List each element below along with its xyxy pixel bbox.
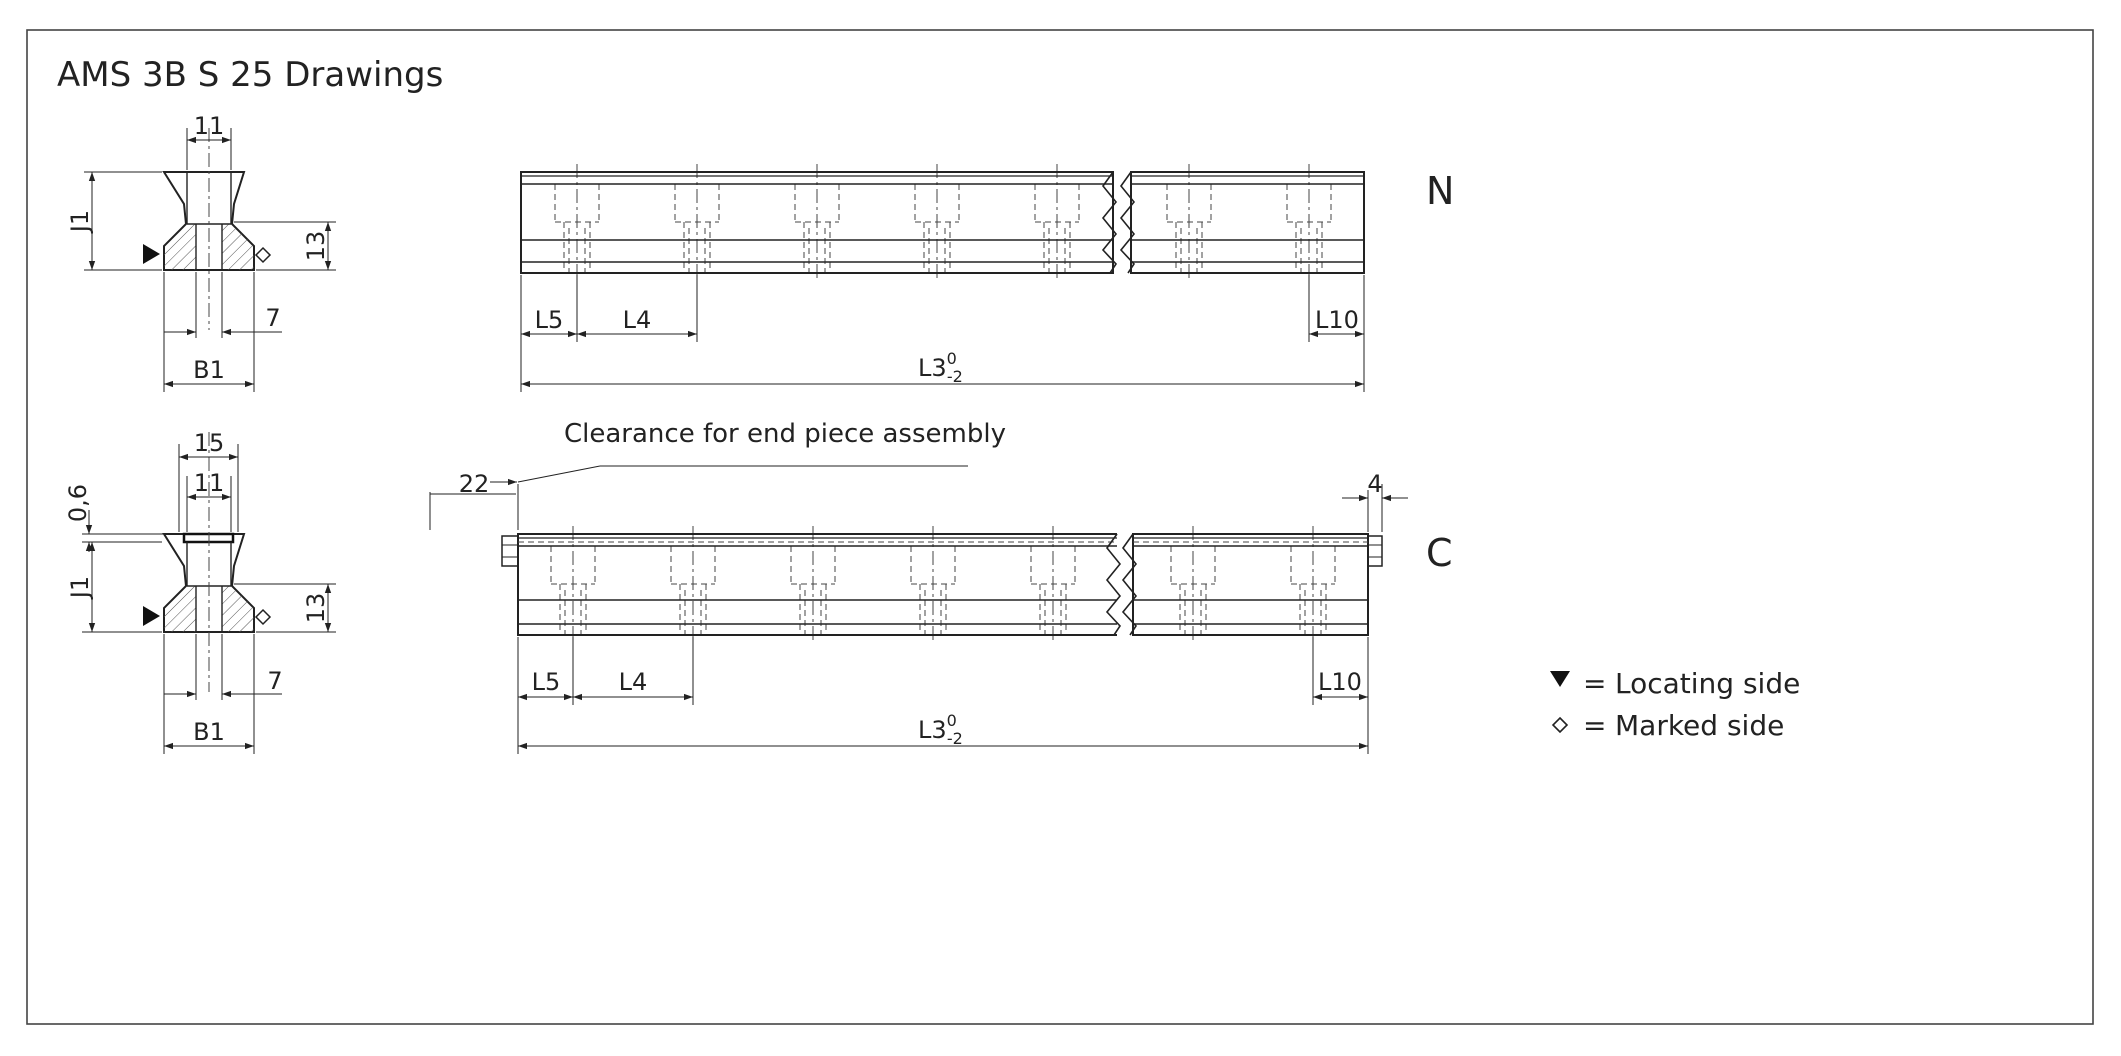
cross-section-c: 15 11 0,6 J1 13 7 B1 <box>64 429 336 754</box>
hidden-hole <box>1166 164 1212 278</box>
locating-side-icon <box>143 606 160 626</box>
locating-side-icon <box>143 244 160 264</box>
dim-cap-height: 0,6 <box>64 484 92 522</box>
legend: = Locating side = Marked side <box>1550 667 1800 742</box>
hidden-hole <box>554 164 600 278</box>
rail-side-view-c: 22 Clearance for end piece assembly 4 L5… <box>429 419 1453 754</box>
dim-cap-width: 15 <box>194 429 225 457</box>
dim-height: J1 <box>66 576 94 600</box>
drawing-title: AMS 3B S 25 Drawings <box>57 55 443 95</box>
hidden-hole <box>670 526 716 640</box>
legend-locating-side: Locating side <box>1615 667 1800 700</box>
hidden-hole <box>1030 526 1076 640</box>
end-piece-right <box>1367 535 1383 567</box>
dim-bolt-height: 13 <box>302 231 330 262</box>
dim-clearance-right: 4 <box>1367 470 1382 498</box>
variant-label-c: C <box>1426 531 1453 575</box>
dim-height: J1 <box>66 210 94 234</box>
dim-clearance-left: 22 <box>459 470 490 498</box>
variant-label-n: N <box>1426 169 1454 213</box>
dim-width-top: 11 <box>194 469 225 497</box>
dim-width: B1 <box>193 356 225 384</box>
hidden-hole <box>1286 164 1332 278</box>
hidden-hole <box>910 526 956 640</box>
dim-end-distance-right: L10 <box>1318 668 1362 696</box>
hidden-hole <box>550 526 596 640</box>
hidden-hole <box>794 164 840 278</box>
drawing-frame <box>26 29 2094 1025</box>
hole-pattern <box>554 164 1332 278</box>
hidden-hole <box>790 526 836 640</box>
legend-equals: = <box>1583 709 1606 742</box>
clearance-note: Clearance for end piece assembly <box>564 419 1006 449</box>
end-piece-left <box>501 535 519 567</box>
dim-end-distance: L5 <box>532 668 561 696</box>
locating-side-icon <box>1550 671 1570 687</box>
hidden-hole <box>1290 526 1336 640</box>
marked-side-icon <box>254 608 272 626</box>
marked-side-icon <box>1551 716 1569 734</box>
legend-equals: = <box>1583 667 1606 700</box>
dim-hole: 7 <box>265 304 280 332</box>
dim-hole-pitch: L4 <box>619 668 648 696</box>
dim-bolt-height: 13 <box>302 593 330 624</box>
dim-width-top: 11 <box>194 112 225 140</box>
hole-pattern <box>550 526 1336 640</box>
hidden-hole <box>1170 526 1216 640</box>
dim-end-distance: L5 <box>535 306 564 334</box>
hidden-hole <box>674 164 720 278</box>
cross-section-n: 11 J1 13 7 B1 <box>66 112 336 392</box>
dim-width: B1 <box>193 718 225 746</box>
rail-side-view-n: L5 L4 L10 L30-2 N <box>520 164 1454 392</box>
legend-marked-side: Marked side <box>1615 709 1784 742</box>
dim-hole: 7 <box>267 667 282 695</box>
dim-end-distance-right: L10 <box>1315 306 1359 334</box>
hidden-hole <box>914 164 960 278</box>
marked-side-icon <box>254 246 272 264</box>
dim-rail-length: L30-2 <box>918 711 963 748</box>
dim-rail-length: L30-2 <box>918 349 963 386</box>
hidden-hole <box>1034 164 1080 278</box>
dim-hole-pitch: L4 <box>623 306 652 334</box>
